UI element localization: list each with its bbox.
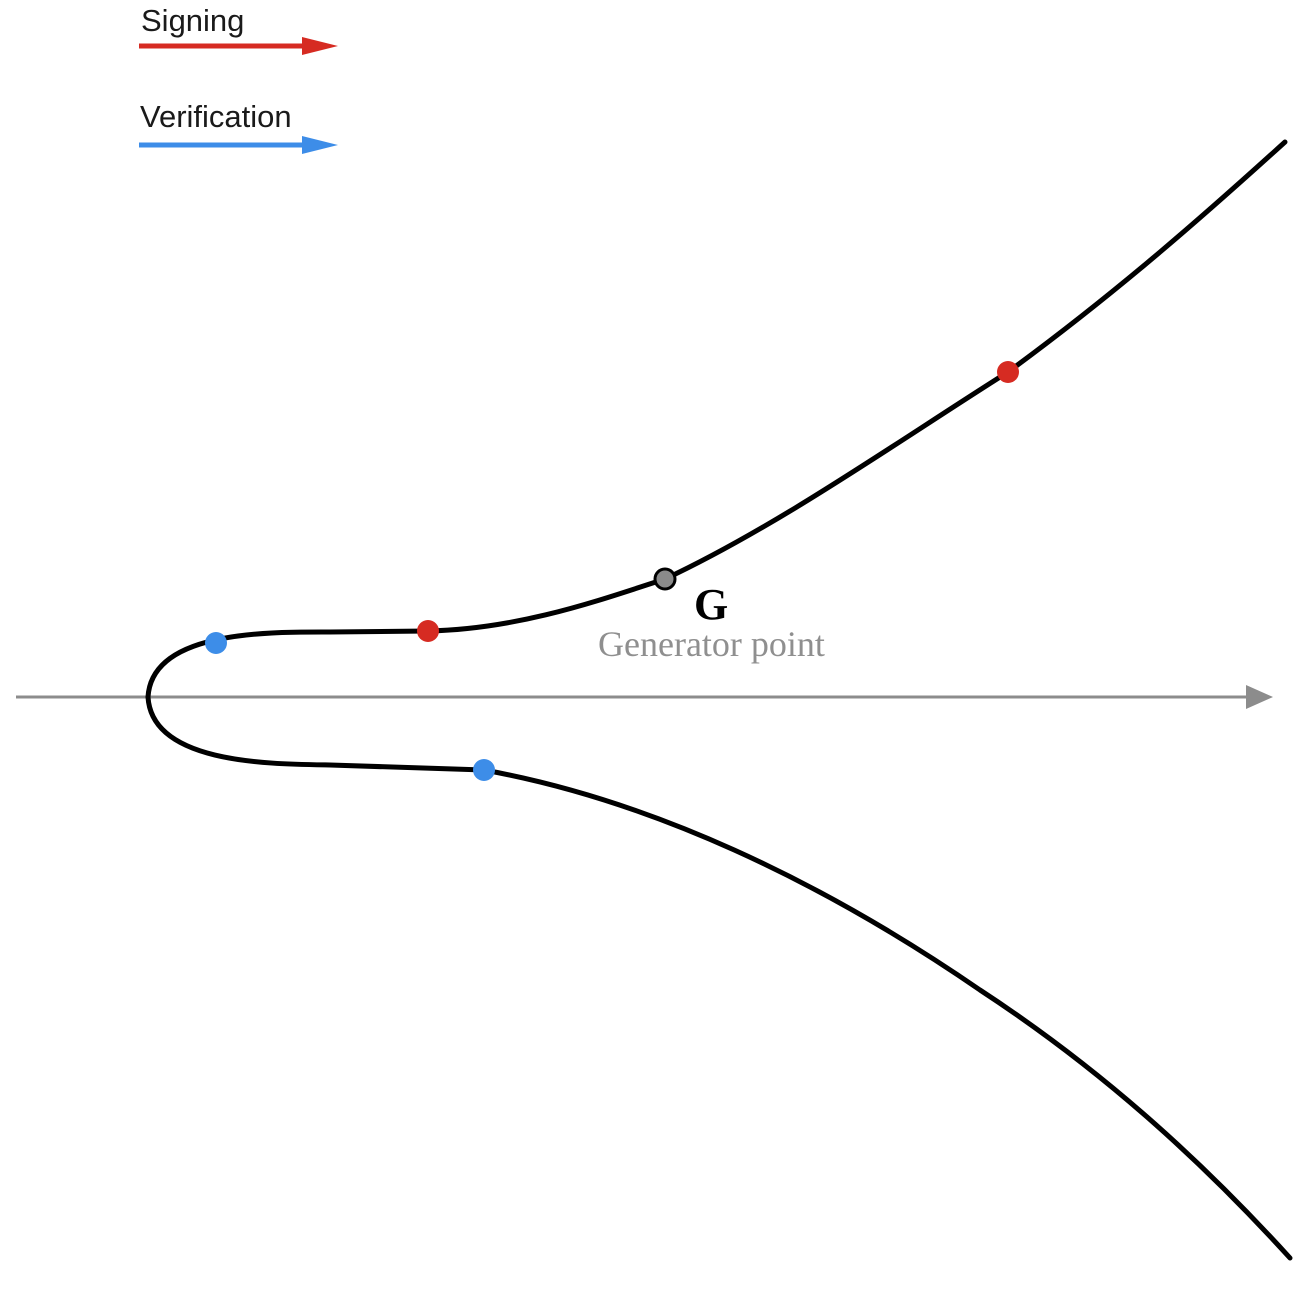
curve-points	[205, 361, 1019, 781]
verification-arrow-icon	[139, 136, 338, 154]
generator-symbol: G	[694, 580, 728, 629]
elliptic-curve	[145, 139, 1293, 1261]
x-axis	[16, 685, 1273, 709]
curve-upper-branch	[145, 139, 1288, 700]
signing-point	[997, 361, 1019, 383]
verification-point	[205, 632, 227, 654]
verification-point	[473, 759, 495, 781]
legend-verification-label: Verification	[140, 99, 292, 134]
legend-signing-label: Signing	[141, 3, 244, 38]
generator-label: Generator point	[598, 624, 825, 664]
generator-point	[653, 567, 677, 591]
curve-lower-branch	[145, 694, 1293, 1261]
legend: Signing Verification	[139, 3, 338, 154]
verification-arrow-head	[302, 136, 338, 154]
signing-arrow-head	[302, 37, 338, 55]
signing-point	[417, 620, 439, 642]
signing-arrow-icon	[139, 37, 338, 55]
x-axis-arrowhead-icon	[1246, 685, 1273, 709]
